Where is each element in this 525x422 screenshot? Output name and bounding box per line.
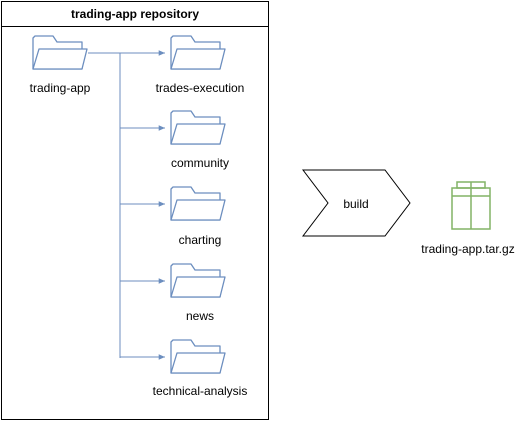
package-icon[interactable] (451, 181, 491, 230)
repository-container (1, 1, 269, 420)
tree-connectors (88, 50, 165, 360)
artifact-label: trading-app.tar.gz (421, 242, 515, 256)
folder-label-root: trading-app (29, 81, 91, 95)
folder-label-news: news (185, 309, 214, 323)
repository-title: trading-app repository (70, 7, 199, 21)
build-step-label: build (343, 197, 369, 211)
build-step-shape[interactable] (301, 169, 411, 237)
folder-label-charting: charting (178, 233, 222, 247)
folder-label-technical-analysis: technical-analysis (152, 384, 248, 398)
folder-label-community: community (170, 156, 229, 170)
folder-label-trades-execution: trades-execution (155, 81, 245, 95)
